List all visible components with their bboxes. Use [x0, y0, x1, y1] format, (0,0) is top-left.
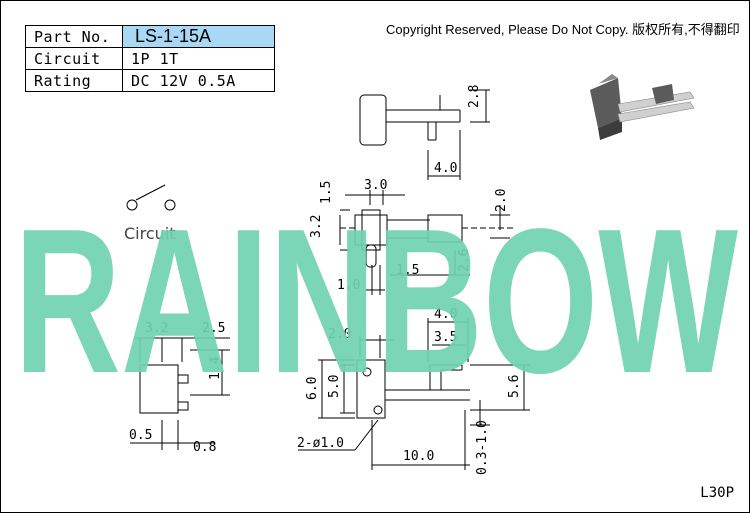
circuit-terminal-left	[126, 199, 138, 211]
circuit-value: 1P 1T	[122, 47, 275, 70]
circuit-switch-lever	[135, 184, 166, 201]
dim-label: 5.6	[507, 375, 522, 398]
dim-label: 6.0	[305, 377, 320, 400]
end-view	[130, 337, 230, 450]
dim-label: 3.2	[309, 215, 324, 238]
spec-row-part-no: Part No. LS-1-15A	[25, 25, 275, 48]
dim-label: 2.6	[457, 249, 472, 272]
dim-label: 2.5	[202, 321, 225, 336]
dim-label: 3.0	[364, 178, 387, 193]
dim-label: 3.2	[145, 321, 168, 336]
dim-label: 2.0	[328, 327, 351, 342]
drawing-code: L30P	[700, 485, 734, 501]
top-view	[359, 89, 490, 180]
front-view	[298, 318, 530, 470]
circuit-label: Circuit	[124, 224, 176, 243]
dim-label: 1.0	[337, 278, 360, 293]
dim-label: 1.4	[208, 356, 223, 380]
spec-row-rating: Rating DC 12V 0.5A	[25, 69, 275, 92]
dim-label: 4.0	[434, 161, 457, 176]
spec-row-circuit: Circuit 1P 1T	[25, 47, 275, 70]
copyright-notice: Copyright Reserved, Please Do Not Copy. …	[386, 22, 740, 37]
dim-label: 0.5	[129, 428, 152, 443]
dim-label: 2.0	[494, 189, 509, 212]
dim-label: 1.5	[396, 263, 419, 278]
dim-label: 3.5	[434, 330, 457, 345]
dim-label: 0.3-1.0	[475, 420, 490, 475]
circuit-terminal-right	[164, 199, 176, 211]
dim-label: 5.0	[327, 375, 342, 398]
dim-label: 4.0	[434, 307, 457, 322]
dim-label: 10.0	[403, 449, 434, 464]
dim-label: 2.8	[467, 85, 482, 108]
middle-view	[339, 190, 515, 295]
product-thumbnail	[590, 74, 695, 140]
dim-label: 1.5	[319, 181, 334, 204]
watermark-text: RAINBOW	[14, 186, 738, 416]
rating-value: DC 12V 0.5A	[122, 69, 275, 92]
spec-table: Part No. LS-1-15A Circuit 1P 1T Rating D…	[25, 25, 275, 92]
dim-label: 0.8	[193, 440, 216, 455]
spec-label: Rating	[25, 69, 123, 92]
dim-label: 2-ø1.0	[297, 436, 344, 451]
